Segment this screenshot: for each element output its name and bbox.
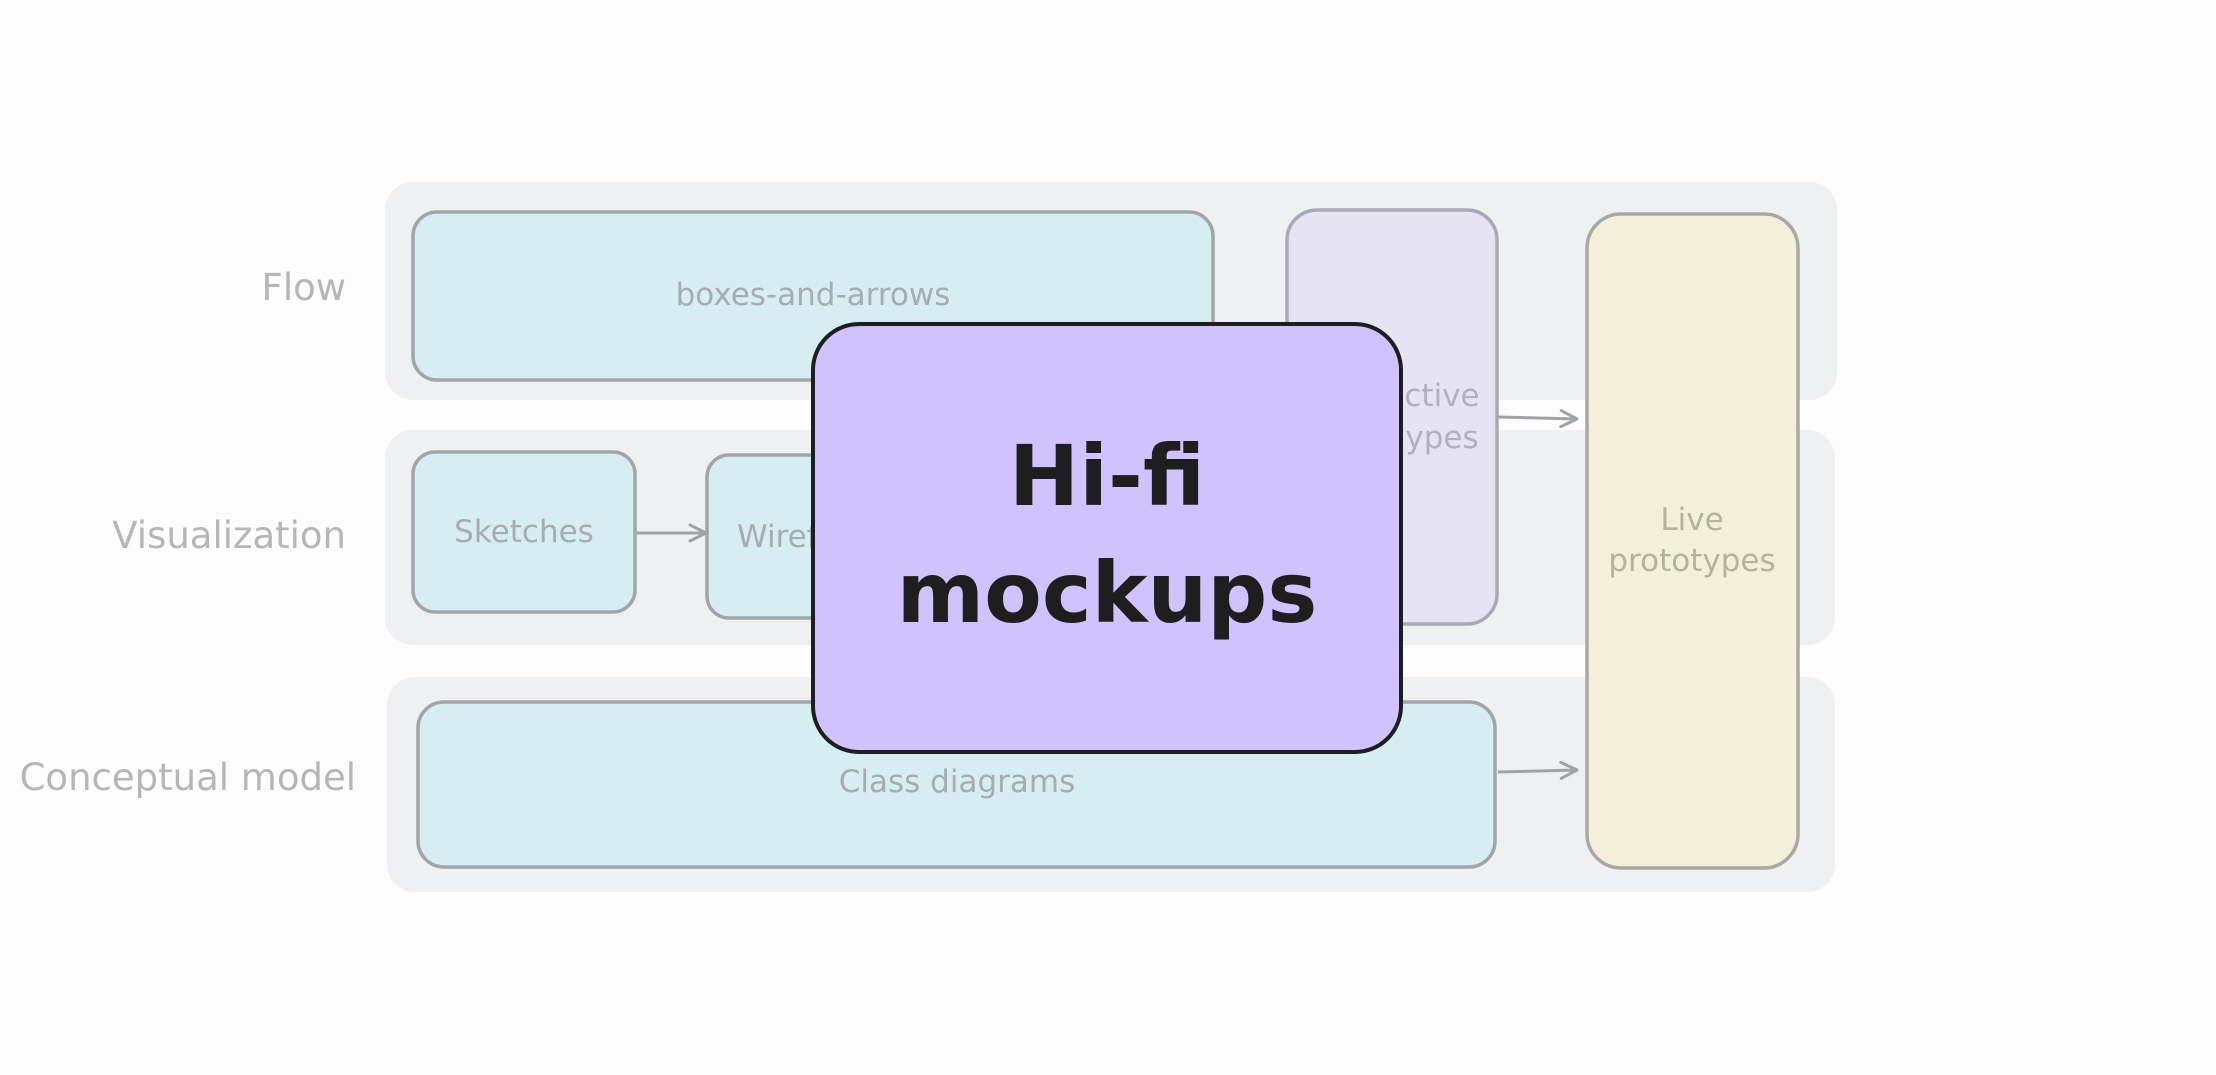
- box-live-prototypes-label-2: prototypes: [1608, 543, 1775, 579]
- box-boxes-and-arrows-label: boxes-and-arrows: [676, 277, 951, 313]
- box-live-prototypes[interactable]: [1585, 212, 1800, 870]
- box-sketches-label: Sketches: [454, 514, 594, 550]
- box-interactive-prototypes-label-2: ypes: [1405, 420, 1478, 456]
- box-live-prototypes-label-1: Live: [1660, 502, 1723, 538]
- arrow-class-diagrams-to-live: [1497, 760, 1579, 780]
- box-sketches[interactable]: [411, 450, 637, 614]
- lane-title-conceptual-model: Conceptual model: [20, 756, 356, 799]
- arrow-interactive-to-live: [1497, 409, 1579, 429]
- box-hifi-mockups[interactable]: [811, 322, 1403, 754]
- box-wireframes-label: Wiref: [737, 519, 819, 555]
- box-hifi-mockups-label-2: mockups: [897, 544, 1318, 642]
- box-hifi-mockups-label-1: Hi-fi: [1009, 427, 1205, 525]
- lane-title-flow: Flow: [262, 266, 346, 309]
- lane-title-visualization: Visualization: [112, 514, 346, 557]
- box-interactive-prototypes-label-1: ctive: [1404, 378, 1479, 414]
- box-class-diagrams-label: Class diagrams: [839, 764, 1075, 800]
